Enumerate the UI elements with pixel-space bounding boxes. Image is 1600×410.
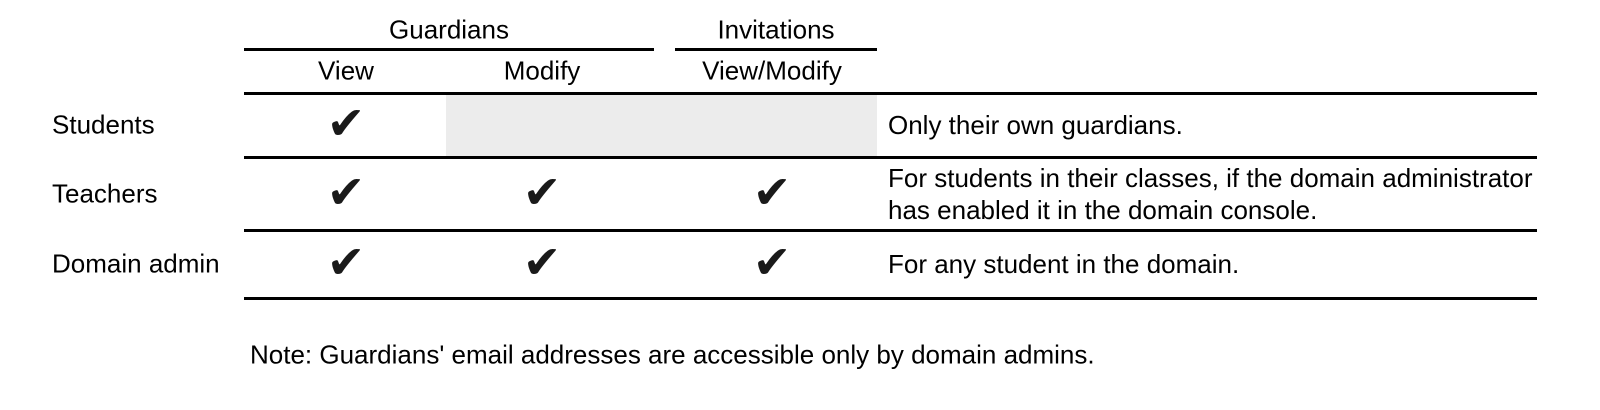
table-line-below-domain-admin: [244, 297, 1537, 300]
row-label-students: Students: [52, 109, 155, 140]
teachers-note: For students in their classes, if the do…: [888, 163, 1533, 225]
check-icon: ✔: [522, 165, 562, 220]
column-header-view: View: [318, 55, 374, 86]
table-line-top: [244, 92, 1537, 95]
check-icon: ✔: [522, 235, 562, 290]
table-line-below-teachers: [244, 229, 1537, 232]
guardians-group-underline: [244, 48, 654, 51]
table-line-below-students: [244, 156, 1537, 159]
row-label-teachers: Teachers: [52, 178, 158, 209]
students-note: Only their own guardians.: [888, 110, 1183, 140]
invitations-group-underline: [675, 48, 877, 51]
column-header-view-modify: View/Modify: [702, 55, 842, 86]
check-icon: ✔: [326, 165, 366, 220]
check-icon: ✔: [326, 235, 366, 290]
column-header-modify: Modify: [503, 55, 581, 86]
column-group-header-guardians: Guardians: [389, 14, 509, 45]
domain-admin-note: For any student in the domain.: [888, 249, 1240, 279]
footnote: Note: Guardians' email addresses are acc…: [250, 339, 1095, 370]
students-no-permission-cell: [446, 95, 877, 156]
check-icon: ✔: [752, 235, 792, 290]
row-label-domain-admin: Domain admin: [52, 248, 220, 279]
check-icon: ✔: [326, 96, 366, 151]
check-icon: ✔: [752, 165, 792, 220]
column-group-header-invitations: Invitations: [717, 14, 835, 45]
